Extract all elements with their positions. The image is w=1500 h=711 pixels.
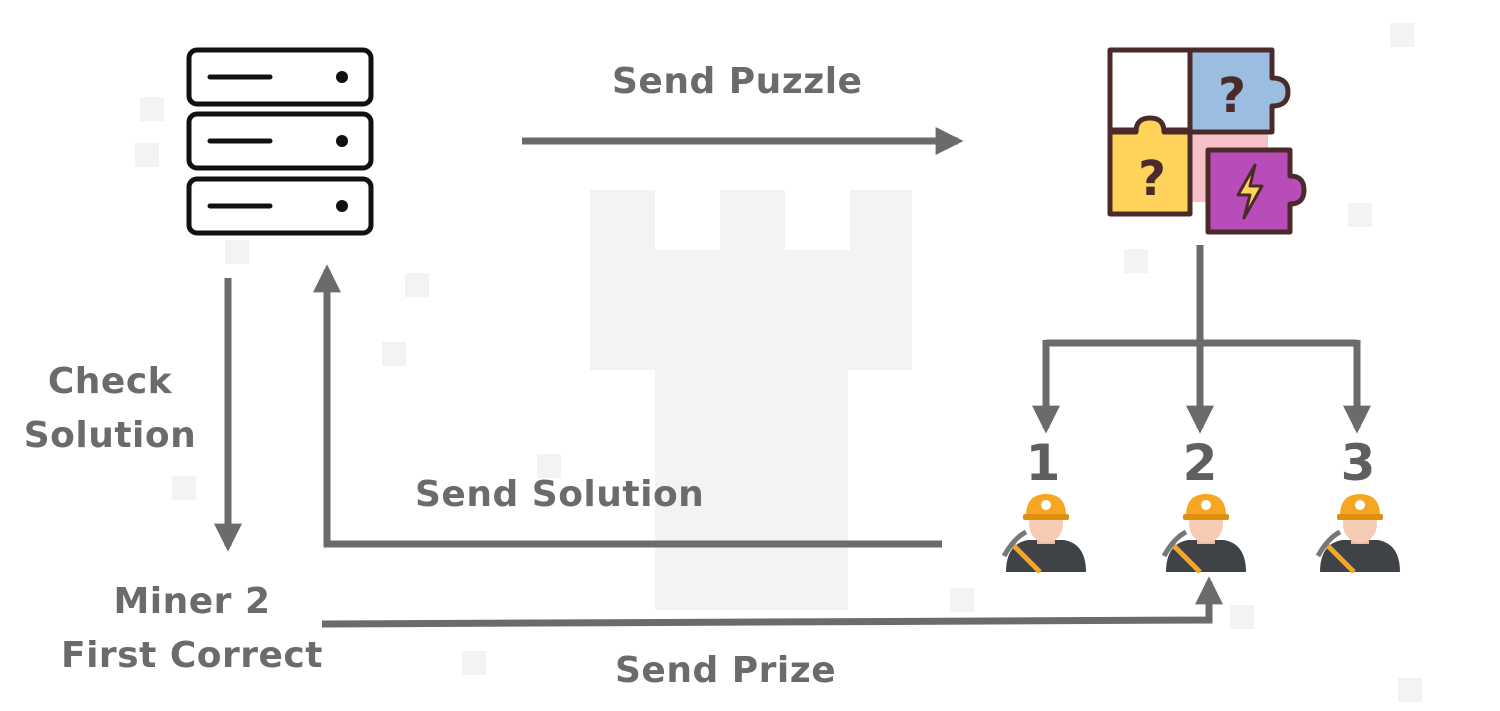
puzzle-icon: ? ? [1110, 50, 1304, 232]
svg-text:?: ? [1218, 68, 1246, 124]
send-solution-label: Send Solution [415, 477, 704, 513]
miner-icon [1004, 494, 1086, 572]
check-solution-label-line2: Solution [20, 418, 200, 454]
miner-icon [1318, 494, 1400, 572]
winner-label-line2: First Correct [42, 638, 342, 674]
svg-text:?: ? [1138, 151, 1166, 207]
miner-number: 3 [1328, 438, 1388, 488]
send-puzzle-label: Send Puzzle [612, 64, 862, 100]
check-solution-label-line1: Check [20, 364, 200, 400]
miner-number: 1 [1013, 438, 1073, 488]
winner-label-line1: Miner 2 [42, 584, 342, 620]
send-prize-label: Send Prize [615, 653, 836, 689]
server-icon [189, 50, 371, 233]
miner-number: 2 [1170, 438, 1230, 488]
miner-icon [1164, 494, 1246, 572]
